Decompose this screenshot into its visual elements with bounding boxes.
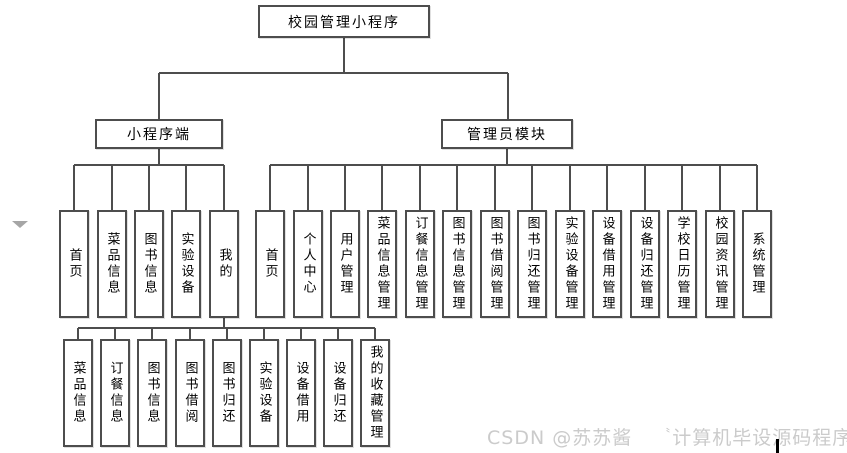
node-mine-book-borrow: 图书借阅: [175, 339, 205, 447]
node-admin-equip-return-mgmt: 设备归还管理: [630, 210, 660, 318]
text-cursor: [776, 439, 779, 453]
node-admin-order-info-mgmt: 订餐信息管理: [405, 210, 435, 318]
watermark-tick-mark: 〝: [658, 427, 672, 441]
node-admin-personal-center: 个人中心: [293, 210, 323, 318]
node-admin-book-return-mgmt: 图书归还管理: [517, 210, 547, 318]
node-mine-dish-info: 菜品信息: [63, 339, 93, 447]
node-mini-home: 首页: [59, 210, 89, 318]
node-admin-school-calendar-mgmt: 学校日历管理: [667, 210, 697, 318]
node-mine-favorites-mgmt: 我的收藏管理: [360, 339, 390, 447]
node-root: 校园管理小程序: [258, 5, 430, 38]
node-admin-user-mgmt: 用户管理: [330, 210, 360, 318]
node-admin-book-borrow-mgmt: 图书借阅管理: [480, 210, 510, 318]
node-mine-order-info: 订餐信息: [100, 339, 130, 447]
node-admin-dish-info-mgmt: 菜品信息管理: [367, 210, 397, 318]
node-mini-book-info: 图书信息: [134, 210, 164, 318]
node-mine-book-info: 图书信息: [137, 339, 167, 447]
csdn-watermark: CSDN @苏苏酱 〝计算机毕设源码程序: [487, 423, 847, 450]
node-mini-dish-info: 菜品信息: [97, 210, 127, 318]
node-admin-equip-borrow-mgmt: 设备借用管理: [592, 210, 622, 318]
watermark-text: 计算机毕设源码程序: [672, 427, 847, 449]
node-admin-module: 管理员模块: [441, 119, 573, 149]
node-mine-equip-return: 设备归还: [323, 339, 353, 447]
node-admin-campus-news-mgmt: 校园资讯管理: [705, 210, 735, 318]
stray-triangle-mark: [12, 221, 28, 228]
node-mine-equip-borrow: 设备借用: [286, 339, 316, 447]
node-admin-home: 首页: [255, 210, 285, 318]
watermark-author: CSDN @苏苏酱: [487, 427, 633, 449]
node-mini-mine: 我的: [209, 210, 239, 318]
node-mine-book-return: 图书归还: [212, 339, 242, 447]
node-mini-lab-equipment: 实验设备: [171, 210, 201, 318]
node-mine-lab-equipment: 实验设备: [249, 339, 279, 447]
node-admin-book-info-mgmt: 图书信息管理: [442, 210, 472, 318]
node-admin-system-mgmt: 系统管理: [742, 210, 772, 318]
node-admin-lab-equipment-mgmt: 实验设备管理: [555, 210, 585, 318]
node-miniprogram-side: 小程序端: [95, 119, 223, 149]
